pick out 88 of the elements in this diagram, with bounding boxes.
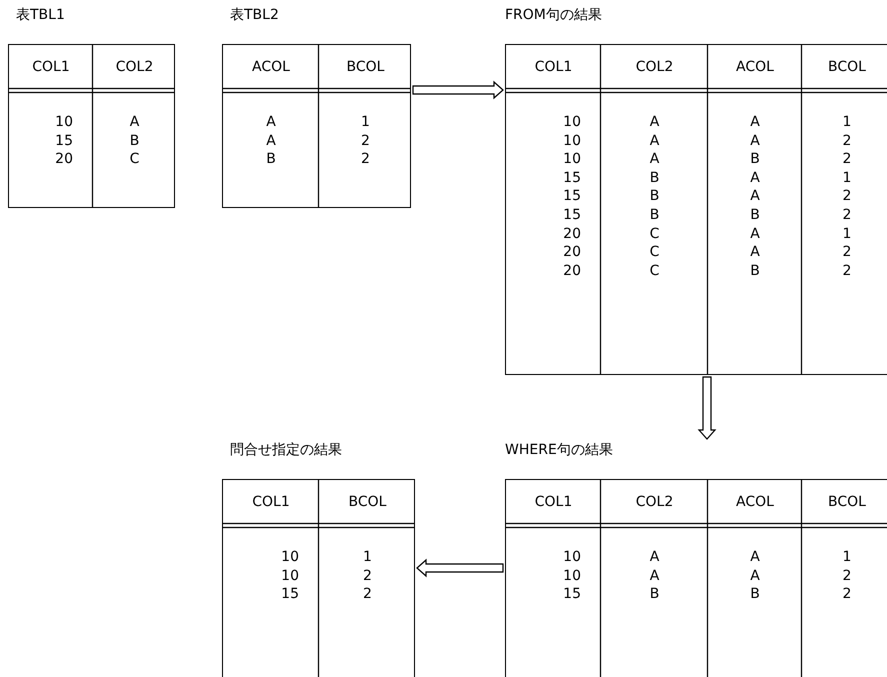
arrow	[698, 376, 716, 440]
cell-value: 2	[802, 132, 887, 150]
cell-value: A	[708, 168, 802, 187]
cell-value: A	[601, 548, 708, 566]
cell-value: 2	[319, 150, 410, 168]
cell-value: 2	[802, 150, 887, 168]
cell-value: B	[601, 206, 708, 224]
cell-value: A	[601, 566, 708, 585]
cell-value: 2	[319, 585, 414, 604]
cell-value: B	[601, 585, 708, 604]
cell-value: A	[93, 113, 174, 131]
arrow	[412, 80, 504, 100]
cell-value: 10	[506, 548, 601, 566]
cell-value: 2	[319, 566, 414, 585]
cell-value: B	[601, 187, 708, 206]
cell-value: B	[708, 585, 802, 604]
cell-value: 15	[223, 585, 319, 604]
cell-value: 15	[506, 206, 601, 224]
cell-value: B	[708, 206, 802, 224]
cell-value: A	[708, 113, 802, 131]
cell-value: 2	[802, 566, 887, 585]
arrow	[416, 558, 504, 578]
cell-value: A	[223, 113, 319, 131]
cell-value: 1	[319, 548, 414, 566]
column-header: COL1	[506, 493, 601, 511]
cell-value: 10	[506, 113, 601, 131]
column-header: COL1	[506, 58, 601, 76]
cell-value: C	[601, 243, 708, 262]
cell-value: 1	[802, 224, 887, 243]
cell-value: C	[601, 262, 708, 280]
cell-value: A	[708, 566, 802, 585]
cell-value: A	[708, 224, 802, 243]
cell-value: 2	[802, 243, 887, 262]
cell-value: B	[708, 262, 802, 280]
column-header: BCOL	[319, 58, 410, 76]
column-header: COL1	[9, 58, 93, 76]
cell-value: A	[708, 548, 802, 566]
cell-value: A	[223, 132, 319, 150]
table-title: 表TBL2	[230, 6, 279, 24]
column-header: ACOL	[223, 58, 319, 76]
table-title: WHERE句の結果	[505, 441, 613, 459]
cell-value: A	[708, 132, 802, 150]
column-header: COL1	[223, 493, 319, 511]
cell-value: B	[223, 150, 319, 168]
column-header: ACOL	[708, 493, 802, 511]
table-title: 表TBL1	[16, 6, 65, 24]
cell-value: 10	[9, 113, 93, 131]
cell-value: 2	[802, 262, 887, 280]
cell-value: B	[601, 168, 708, 187]
cell-value: A	[601, 113, 708, 131]
cell-value: 10	[223, 566, 319, 585]
cell-value: A	[601, 150, 708, 168]
column-header: BCOL	[319, 493, 414, 511]
cell-value: 10	[506, 566, 601, 585]
cell-value: 2	[319, 132, 410, 150]
cell-value: 15	[9, 132, 93, 150]
cell-value: 10	[223, 548, 319, 566]
cell-value: 1	[802, 168, 887, 187]
table-title: FROM句の結果	[505, 6, 602, 24]
column-header: COL2	[601, 58, 708, 76]
cell-value: 1	[802, 548, 887, 566]
column-header: COL2	[93, 58, 174, 76]
cell-value: A	[601, 132, 708, 150]
cell-value: 15	[506, 187, 601, 206]
column-header: ACOL	[708, 58, 802, 76]
cell-value: 10	[506, 150, 601, 168]
column-header: BCOL	[802, 58, 887, 76]
cell-value: C	[601, 224, 708, 243]
cell-value: 20	[506, 224, 601, 243]
cell-value: 15	[506, 585, 601, 604]
cell-value: 10	[506, 132, 601, 150]
cell-value: A	[708, 187, 802, 206]
cell-value: A	[708, 243, 802, 262]
cell-value: 2	[802, 585, 887, 604]
cell-value: C	[93, 150, 174, 168]
cell-value: 20	[506, 262, 601, 280]
cell-value: 20	[9, 150, 93, 168]
cell-value: B	[93, 132, 174, 150]
cell-value: 1	[319, 113, 410, 131]
cell-value: 2	[802, 206, 887, 224]
cell-value: B	[708, 150, 802, 168]
cell-value: 20	[506, 243, 601, 262]
table-title: 問合せ指定の結果	[230, 441, 342, 459]
cell-value: 2	[802, 187, 887, 206]
cell-value: 1	[802, 113, 887, 131]
column-header: BCOL	[802, 493, 887, 511]
column-header: COL2	[601, 493, 708, 511]
cell-value: 15	[506, 168, 601, 187]
